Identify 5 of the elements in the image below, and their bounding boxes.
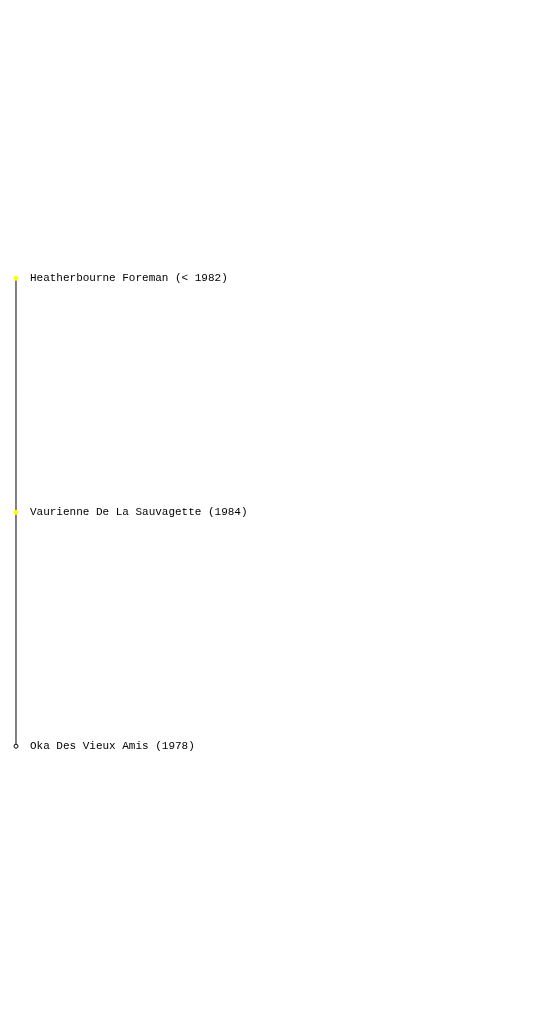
name-label: Oka Des Vieux Amis (1978) bbox=[30, 740, 195, 752]
connector-line bbox=[15, 279, 17, 511]
connector-line bbox=[15, 513, 17, 745]
name-label: Heatherbourne Foreman (< 1982) bbox=[30, 272, 228, 284]
name-label: Vaurienne De La Sauvagette (1984) bbox=[30, 506, 248, 518]
